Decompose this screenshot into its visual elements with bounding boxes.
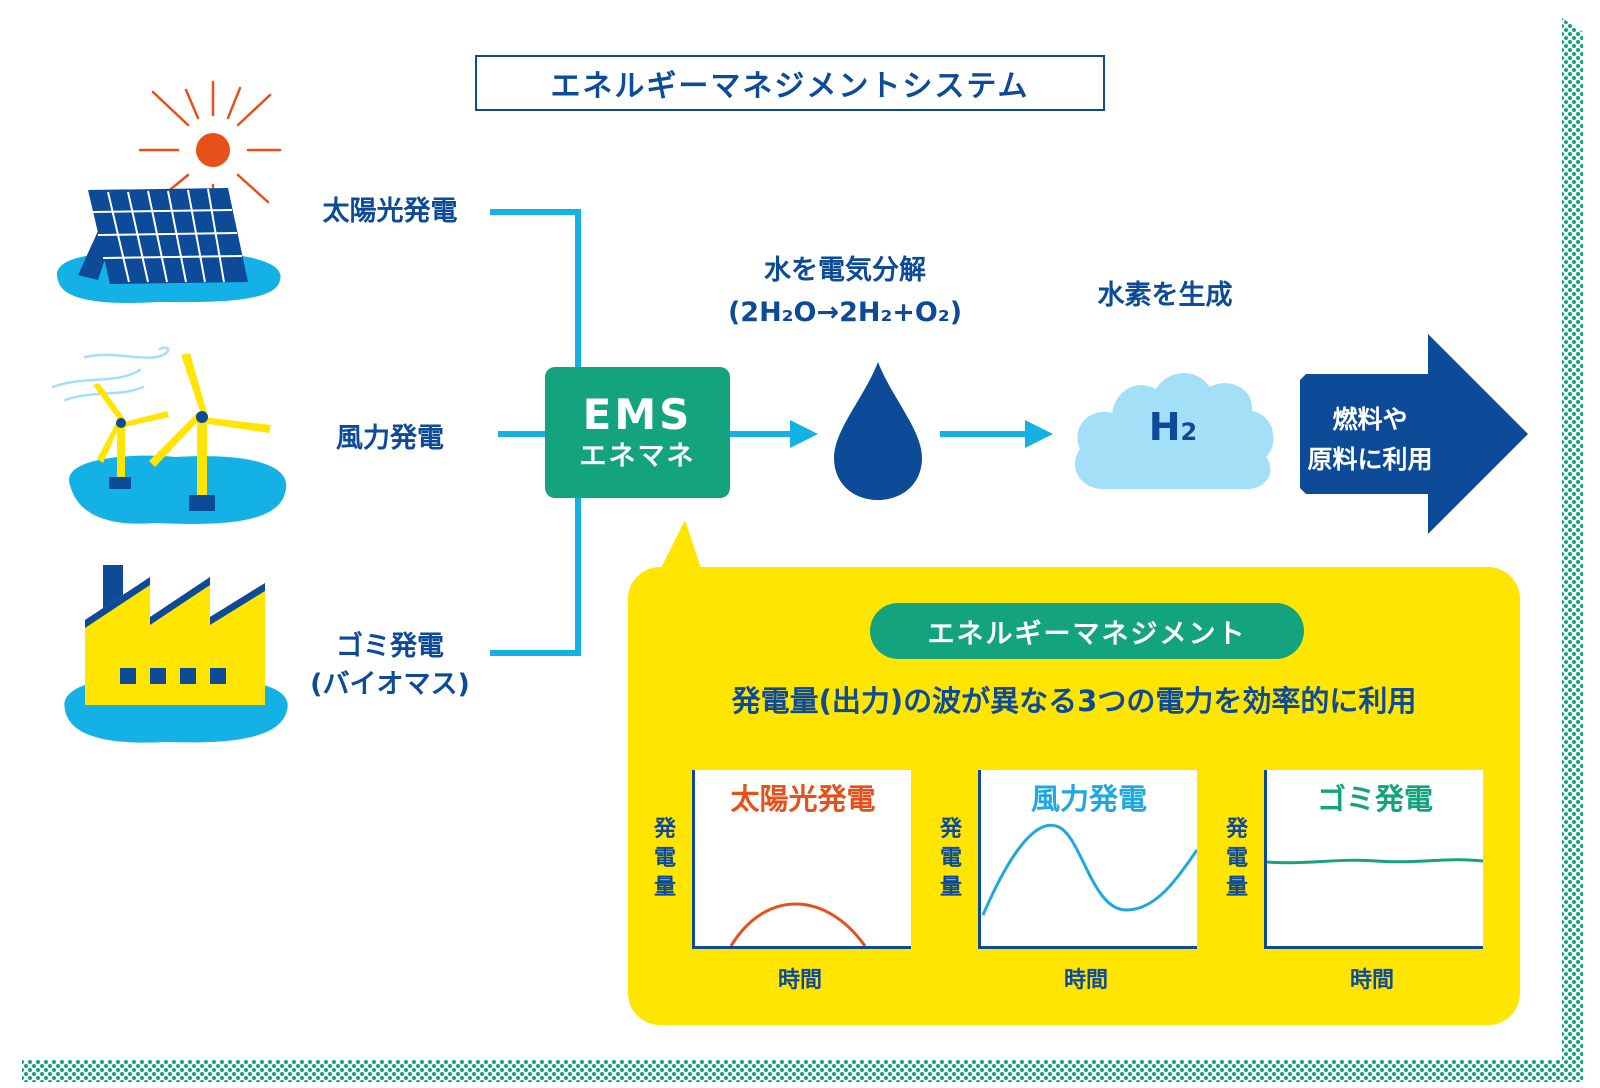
chart-waste: ゴミ発電 [1264,770,1483,949]
chart-solar-xlabel: 時間 [777,968,822,993]
page-title: エネルギーマネジメントシステム [475,55,1105,111]
factory-icon [64,565,288,743]
panel-subtitle: 発電量(出力)の波が異なる3つの電力を効率的に利用 [731,684,1417,718]
electrolysis-label: 水を電気分解 [764,255,926,286]
chart-wind: 風力発電 [978,770,1197,949]
output-arrow [1300,334,1528,534]
chart-solar-ylabel: 発電量 [653,817,676,900]
water-drop-icon [834,362,922,500]
output-text: 燃料や 原料に利用 [1300,400,1440,480]
chart-wind-title: 風力発電 [1030,782,1147,816]
wind-turbine-icon [51,346,287,524]
source-label-solar: 太陽光発電 [322,196,458,227]
chart-wind-ylabel: 発電量 [939,817,962,900]
chart-wind-xlabel: 時間 [1063,968,1108,993]
source-label-waste: ゴミ発電 [336,631,444,662]
cloud-icon [1074,372,1274,490]
output-line-1: 燃料や [1332,405,1408,434]
chart-solar-title: 太陽光発電 [730,782,876,816]
series-line-waste [1267,858,1483,865]
ems-box: EMS エネマネ [545,367,730,498]
series-line-solar [729,902,867,946]
chart-waste-xlabel: 時間 [1349,968,1394,993]
chart-wind-plot [981,823,1197,916]
hydrogen-label: 水素を生成 [1097,280,1233,311]
management-pill: エネルギーマネジメント [870,603,1304,659]
ems-title: EMS [582,389,693,439]
output-line-2: 原料に利用 [1307,445,1433,474]
chart-waste-plot [1267,858,1483,865]
electrolysis-formula: (2H₂O→2H₂+O₂) [727,297,963,328]
source-label-wind: 風力発電 [336,423,444,454]
ems-subtitle: エネマネ [579,440,696,472]
source-label-biomass: (バイオマス) [310,669,470,700]
series-line-wind [981,823,1197,916]
solar-panel-icon [56,80,282,303]
hydrogen-symbol: H2 [1148,405,1198,449]
chart-solar: 太陽光発電 [692,770,911,949]
callout-tail [655,520,705,580]
chart-waste-ylabel: 発電量 [1225,817,1248,900]
chart-waste-title: ゴミ発電 [1316,782,1433,816]
chart-solar-plot [729,902,867,946]
